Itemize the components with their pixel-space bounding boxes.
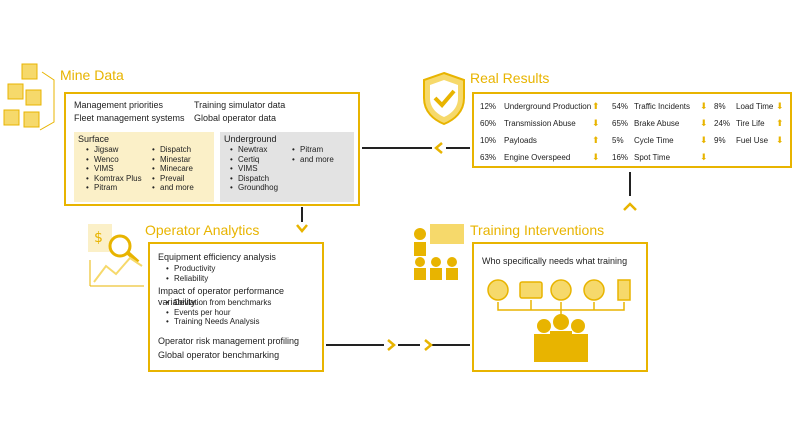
arrow-down-icon: ⬇ <box>776 101 784 111</box>
underground-system: Certiq <box>230 155 278 165</box>
mine-data-title: Mine Data <box>60 67 124 83</box>
engine-icon <box>519 281 543 299</box>
underground-system: Dispatch <box>230 174 278 184</box>
workers-icon <box>534 314 588 362</box>
underground-system: and more <box>292 155 334 165</box>
analytics-item: Reliability <box>166 274 215 284</box>
result-row: 63%Engine Overspeed⬇ <box>480 152 600 162</box>
surface-system: Minecare <box>152 164 194 174</box>
arrow-down-icon: ⬇ <box>700 118 708 128</box>
gear-icon <box>487 279 509 301</box>
result-row: 16%Spot Time⬇ <box>612 152 708 162</box>
arrow-down-icon: ⬇ <box>592 118 600 128</box>
mine-data-box: Management priorities Fleet management s… <box>64 92 360 206</box>
surface-heading: Surface <box>78 134 110 144</box>
analytics-item: Productivity <box>166 264 215 274</box>
analytics-heading: Equipment efficiency analysis <box>158 252 276 262</box>
underground-system: Pitram <box>292 145 334 155</box>
training-class-icon <box>414 224 464 280</box>
analytics-item: Deviation from benchmarks <box>166 298 271 308</box>
target-icon <box>583 279 605 301</box>
underground-system: VIMS <box>230 164 278 174</box>
underground-system: Newtrax <box>230 145 278 155</box>
fuel-pump-icon <box>617 279 631 301</box>
mine-data-item: Global operator data <box>194 113 277 123</box>
result-row: 10%Payloads⬆ <box>480 135 600 145</box>
result-row: 54%Traffic Incidents⬇ <box>612 101 708 111</box>
surface-system: VIMS <box>86 164 142 174</box>
real-results-title: Real Results <box>470 70 550 86</box>
speedometer-icon <box>550 279 572 301</box>
training-interventions-box: Who specifically needs what training <box>472 242 648 372</box>
training-interventions-title: Training Interventions <box>470 222 605 238</box>
arrow-down-icon: ⬇ <box>592 152 600 162</box>
result-row: 24%Tire Life⬆ <box>714 118 784 128</box>
surface-system: Wenco <box>86 155 142 165</box>
chevron-up-icon <box>623 202 637 211</box>
surface-system: Jigsaw <box>86 145 142 155</box>
operator-analytics-title: Operator Analytics <box>145 222 260 238</box>
underground-heading: Underground <box>224 134 277 144</box>
surface-system: Prevail <box>152 174 194 184</box>
result-row: 5%Cycle Time⬇ <box>612 135 708 145</box>
training-subtitle: Who specifically needs what training <box>482 256 628 266</box>
arrow-up-icon: ⬆ <box>592 135 600 145</box>
surface-system: and more <box>152 183 194 193</box>
analytics-magnifier-icon: $ <box>88 224 144 287</box>
analytics-item: Events per hour <box>166 308 271 318</box>
arrow-down-icon: ⬇ <box>700 135 708 145</box>
mine-data-item: Fleet management systems <box>74 113 185 123</box>
real-results-box: 12%Underground Production⬆ 60%Transmissi… <box>472 92 792 168</box>
chevron-right-icon <box>387 339 396 351</box>
result-row: 8%Load Time⬇ <box>714 101 784 111</box>
arrow-down-icon: ⬇ <box>776 135 784 145</box>
shield-check-icon <box>423 71 465 126</box>
mine-data-item: Training simulator data <box>194 100 286 110</box>
chevron-down-icon <box>296 224 308 233</box>
result-row: 12%Underground Production⬆ <box>480 101 600 111</box>
arrow-up-icon: ⬆ <box>776 118 784 128</box>
result-row: 65%Brake Abuse⬇ <box>612 118 708 128</box>
blocks-icon <box>3 63 55 131</box>
mine-data-item: Management priorities <box>74 100 164 110</box>
surface-panel: Surface Jigsaw Wenco VIMS Komtrax Plus P… <box>74 132 214 202</box>
svg-text:$: $ <box>94 230 103 246</box>
surface-system: Minestar <box>152 155 194 165</box>
analytics-item: Training Needs Analysis <box>166 317 271 327</box>
arrow-down-icon: ⬇ <box>700 101 708 111</box>
underground-system: Groundhog <box>230 183 278 193</box>
operator-analytics-box: Equipment efficiency analysis Productivi… <box>148 242 324 372</box>
surface-system: Pitram <box>86 183 142 193</box>
surface-system: Dispatch <box>152 145 194 155</box>
analytics-heading: Global operator benchmarking <box>158 350 280 360</box>
training-icons-illustration <box>487 279 631 362</box>
chevron-right-icon <box>424 339 433 351</box>
surface-system: Komtrax Plus <box>86 174 142 184</box>
result-row: 60%Transmission Abuse⬇ <box>480 118 600 128</box>
arrow-up-icon: ⬆ <box>592 101 600 111</box>
analytics-heading: Operator risk management profiling <box>158 336 300 346</box>
underground-panel: Underground Newtrax Certiq VIMS Dispatch… <box>220 132 354 202</box>
arrow-down-icon: ⬇ <box>700 152 708 162</box>
result-row: 9%Fuel Use⬇ <box>714 135 784 145</box>
chevron-left-icon <box>434 142 443 154</box>
